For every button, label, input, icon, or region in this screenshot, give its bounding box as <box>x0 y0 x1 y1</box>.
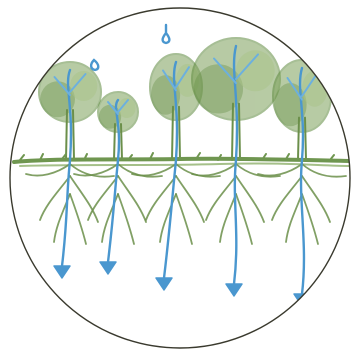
water-arrow-icon <box>54 266 70 278</box>
tree-root <box>258 164 302 176</box>
tree-root <box>220 194 236 242</box>
tree-root <box>236 176 264 222</box>
tree-root <box>176 194 192 244</box>
tree-root <box>272 176 302 220</box>
tree-root <box>70 176 98 222</box>
water-arrow-icon <box>100 262 116 274</box>
tree-root <box>302 176 330 222</box>
tree-root <box>176 176 204 222</box>
water-arrow-icon <box>156 278 172 290</box>
tree-roots <box>26 164 346 244</box>
water-arrow-icon <box>226 284 242 296</box>
tree-root <box>70 194 86 244</box>
tree-root <box>206 176 236 220</box>
water-drop-icon <box>91 60 98 70</box>
tree-root <box>286 194 302 242</box>
tree-canopies <box>39 38 331 160</box>
tree-root <box>118 176 146 222</box>
tree-root <box>192 164 236 176</box>
tree-root <box>118 194 134 244</box>
tree-root <box>236 194 252 244</box>
water-drop-icon <box>163 25 170 43</box>
